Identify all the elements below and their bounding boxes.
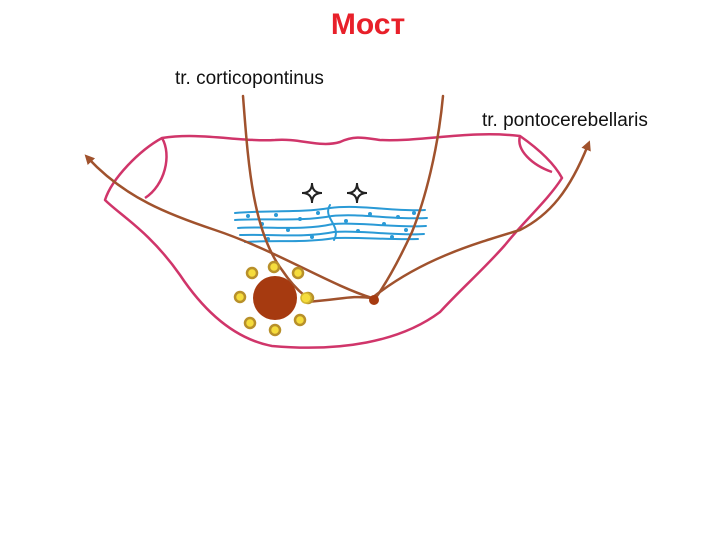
synapse-brown — [369, 295, 379, 305]
pons-body-outline — [103, 133, 564, 349]
right-peduncle-outline — [518, 135, 553, 174]
fiber-dot — [298, 217, 302, 221]
satellite-cell — [267, 260, 281, 274]
fiber-dot — [310, 235, 314, 239]
tracts — [84, 94, 591, 304]
fiber-dot — [344, 219, 348, 223]
fiber-dot — [390, 235, 394, 239]
satellite-cell — [233, 290, 247, 304]
fiber-line — [239, 230, 425, 237]
star-mark — [301, 182, 323, 204]
satellite-cell — [291, 266, 305, 280]
star-mark — [346, 182, 368, 204]
fiber-line — [327, 204, 337, 241]
corticopontine-tract-left — [241, 94, 307, 298]
fiber-dot — [368, 212, 372, 216]
pontocerebellar-tract-left — [84, 154, 374, 300]
corticopontine-tract-right — [375, 94, 445, 298]
label-tr-pontocerebellaris: tr. pontocerebellaris — [482, 110, 648, 131]
synapse-yellow — [300, 292, 312, 304]
fiber-dot — [246, 214, 250, 218]
satellite-cell — [243, 316, 257, 330]
pontine-nucleus — [253, 276, 297, 320]
fiber-dot — [356, 229, 360, 233]
fiber-line — [234, 205, 426, 214]
pontocerebellar-tract-right — [303, 140, 591, 304]
fiber-line — [237, 222, 427, 229]
transverse-fibers — [234, 204, 428, 243]
label-tr-corticopontinus: tr. corticopontinus — [175, 68, 324, 89]
pons-outline — [103, 133, 564, 349]
satellite-cell — [293, 313, 307, 327]
satellite-cell — [268, 323, 282, 337]
star-marks — [301, 182, 368, 204]
fiber-dot — [404, 228, 408, 232]
fiber-dot — [286, 228, 290, 232]
satellite-cell — [245, 266, 259, 280]
fiber-dot — [274, 213, 278, 217]
left-peduncle-outline — [144, 137, 168, 200]
fiber-dot — [412, 211, 416, 215]
fiber-dot — [382, 222, 386, 226]
diagram-title: Мост — [330, 8, 406, 41]
fiber-dot — [396, 215, 400, 219]
fiber-dot — [316, 211, 320, 215]
synapses — [300, 292, 379, 305]
